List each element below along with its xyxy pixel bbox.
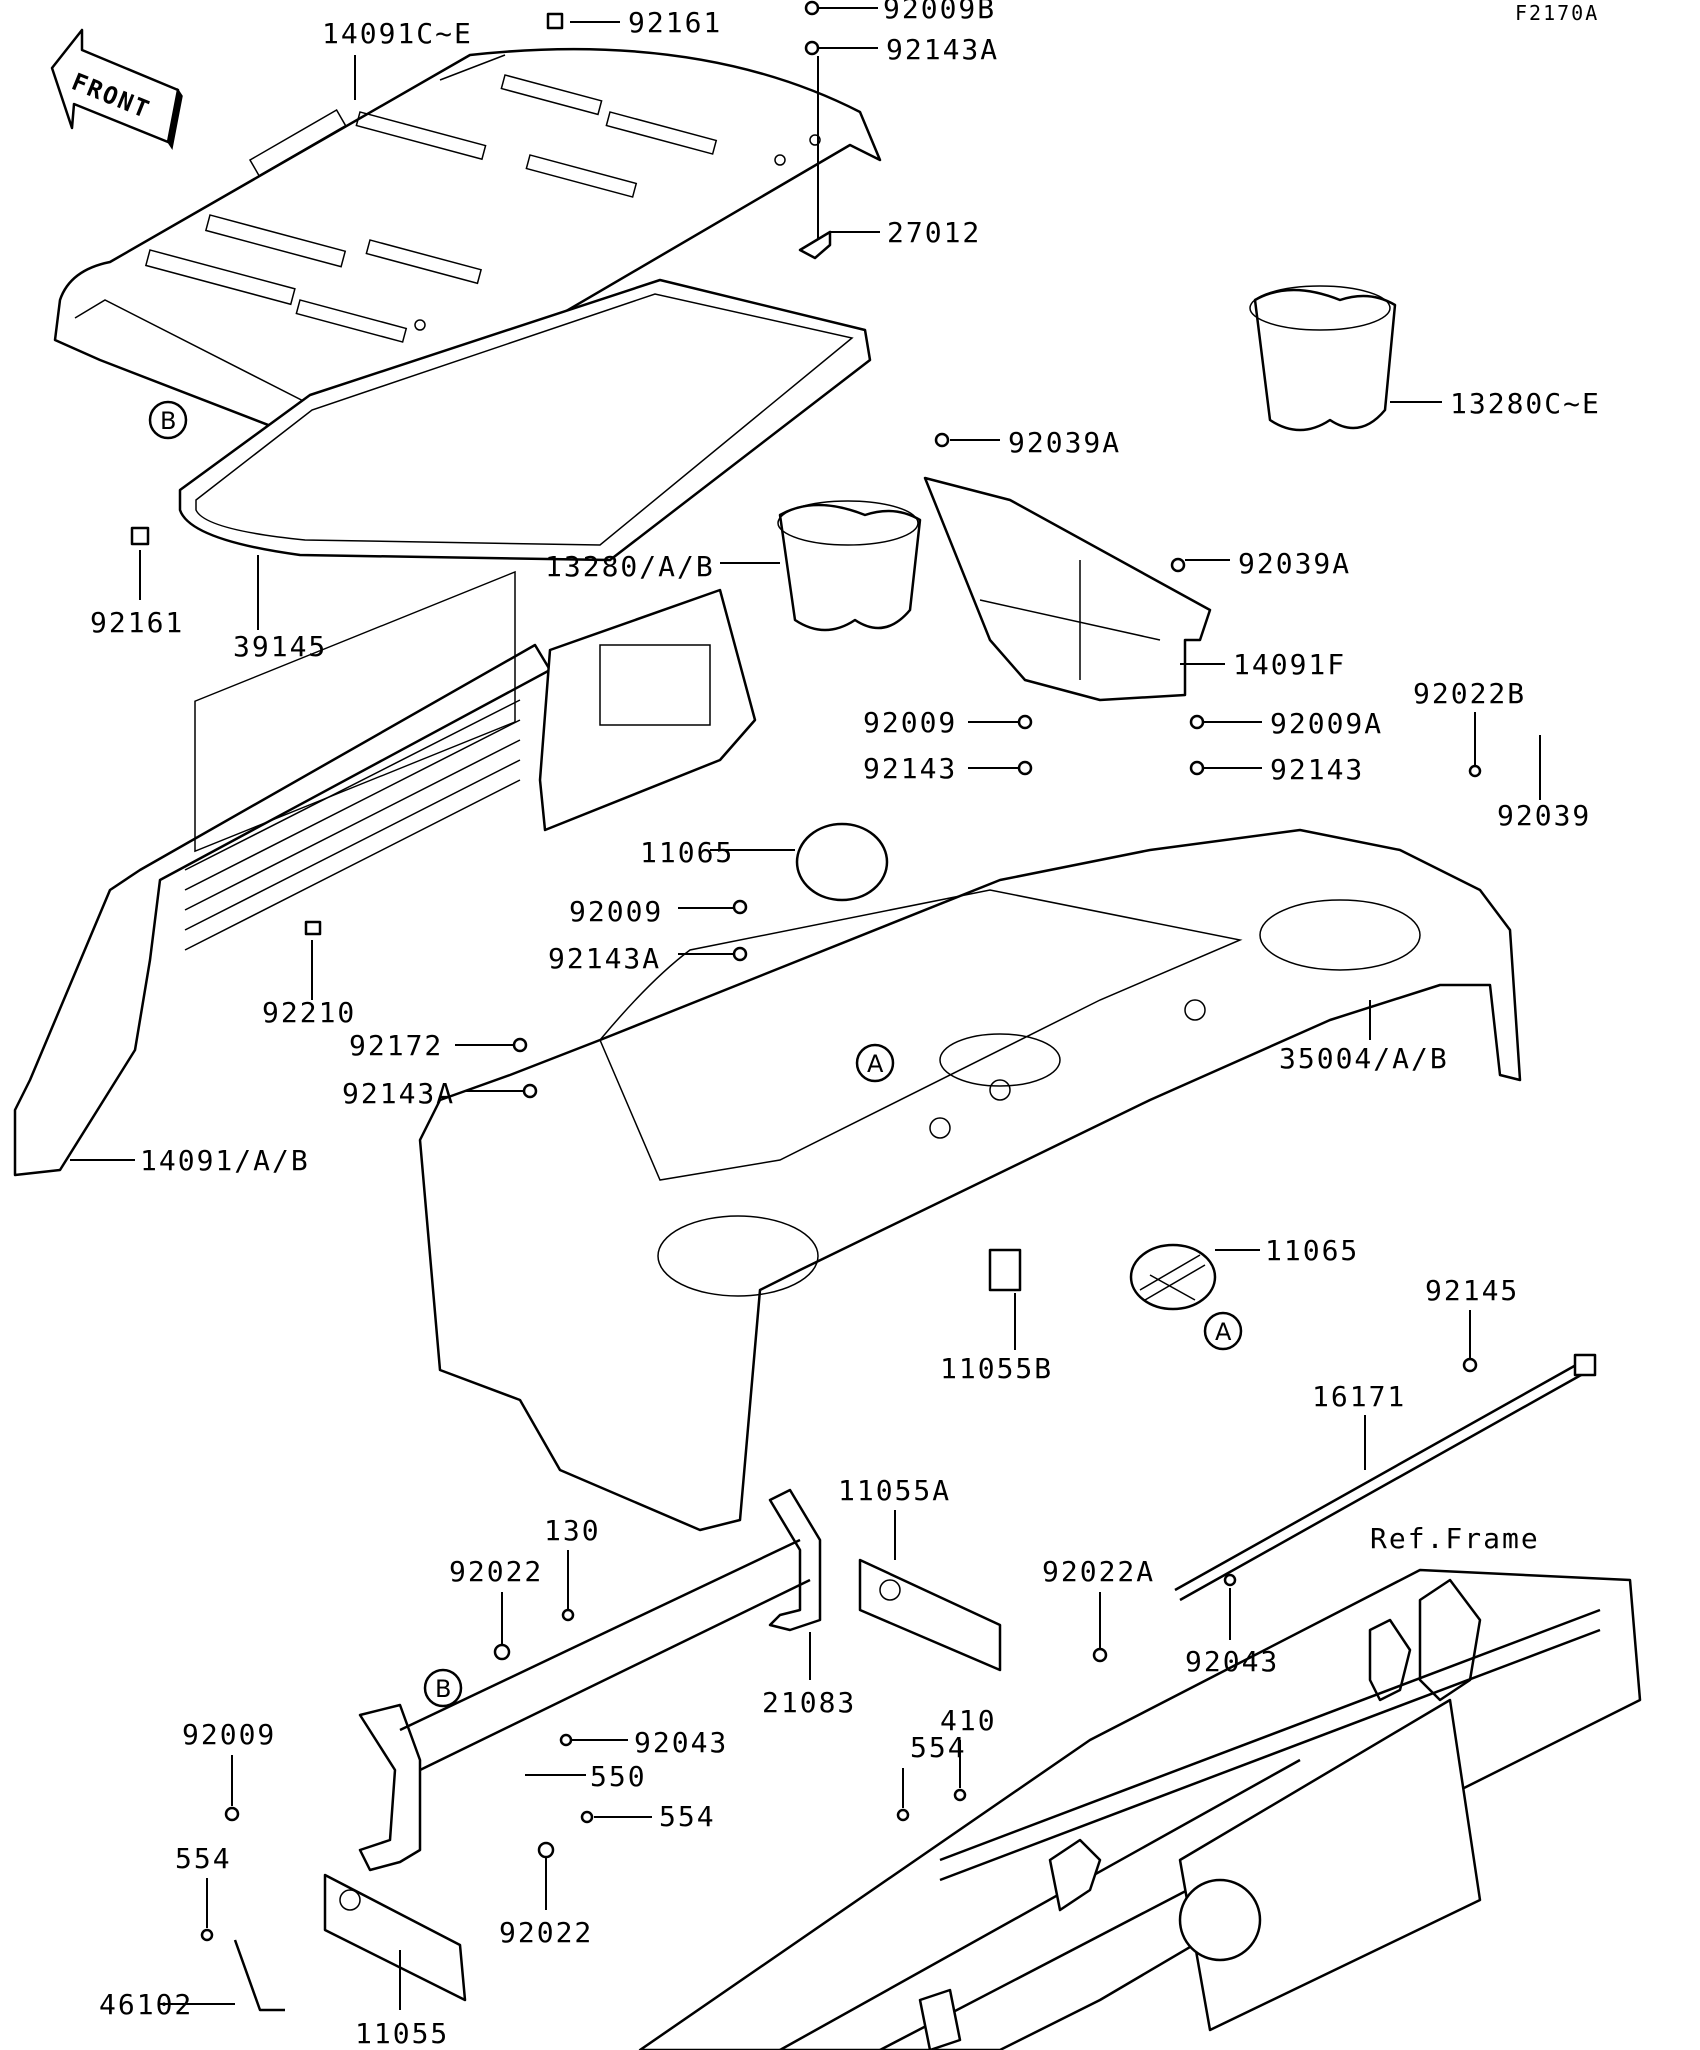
part-label-p12: 39145: [233, 630, 327, 663]
part-label-p45: 92022: [499, 1916, 593, 1949]
part-label-p40: 92043: [634, 1726, 728, 1759]
bracket-11055: [323, 1873, 467, 2002]
svg-text:A: A: [1215, 1318, 1232, 1346]
part-label-p30: 16171: [1312, 1380, 1406, 1413]
part-label-p46: 46102: [99, 1988, 193, 2021]
part-label-p03: 92009B: [883, 0, 996, 25]
part-label-p02: 92161: [628, 6, 722, 39]
part-label-p07: 92039A: [1008, 426, 1121, 459]
callout-B-top: B: [148, 400, 188, 440]
part-label-p22: 92210: [262, 996, 356, 1029]
part-label-p31: 11055A: [838, 1474, 951, 1507]
svg-text:B: B: [435, 1675, 451, 1703]
bracket-11055B: [988, 1248, 1022, 1292]
part-label-p34: 92022: [449, 1555, 543, 1588]
bracket-27012: [798, 230, 832, 260]
bolt-92009B: [804, 0, 820, 16]
front-grille-panel: [13, 570, 757, 1177]
bracket-11055A: [858, 1558, 1002, 1672]
part-label-p41: 554: [910, 1731, 967, 1764]
part-label-p26: 14091/A/B: [140, 1144, 310, 1177]
cup-holder-13280-A-B: [777, 500, 922, 632]
part-label-p32: 130: [544, 1514, 601, 1547]
part-label-p36: 21083: [762, 1686, 856, 1719]
cap-11065-bottom: [1129, 1243, 1217, 1311]
part-label-p08: 92039A: [1238, 547, 1351, 580]
part-label-p35: 92022A: [1042, 1555, 1155, 1588]
part-label-p11: 92161: [90, 606, 184, 639]
part-label-p44: 554: [175, 1842, 232, 1875]
part-label-p38: 410: [940, 1704, 997, 1737]
part-label-p16: 92143: [863, 752, 957, 785]
part-label-p24: 35004/A/B: [1279, 1042, 1449, 1075]
leader-lines: [70, 7, 1541, 2010]
part-label-p21: 92143A: [548, 942, 661, 975]
part-label-p47: 11055: [355, 2017, 449, 2050]
clip-92161-top: [546, 12, 564, 30]
part-label-p09: 13280/A/B: [545, 550, 715, 583]
rod-16171: [1174, 1353, 1597, 1602]
part-label-p20: 92009: [569, 895, 663, 928]
part-label-p15: 92022B: [1413, 677, 1526, 710]
part-label-p33: Ref.Frame: [1370, 1522, 1540, 1555]
part-label-p37: 92043: [1185, 1645, 1279, 1678]
pin-46102: [233, 1939, 285, 2012]
cup-holder-13280C-E: [1249, 285, 1397, 432]
part-label-p05: 27012: [887, 216, 981, 249]
callout-A-left: A: [855, 1043, 895, 1083]
part-label-p13: 92009: [863, 706, 957, 739]
part-label-p43: 554: [659, 1800, 716, 1833]
small-fasteners: [200, 714, 1482, 1942]
part-label-p29: 11055B: [940, 1352, 1053, 1385]
part-label-p23: 92172: [349, 1029, 443, 1062]
part-label-p14: 92009A: [1270, 707, 1383, 740]
part-label-p17: 92143: [1270, 753, 1364, 786]
roof-seal: [178, 278, 872, 562]
part-label-p06: 13280C~E: [1450, 387, 1601, 420]
lower-left-bracket: [358, 1538, 811, 1872]
part-label-p01: 14091C~E: [322, 17, 473, 50]
svg-text:B: B: [160, 407, 176, 435]
part-label-p27: 11065: [1265, 1234, 1359, 1267]
part-label-p25: 92143A: [342, 1077, 455, 1110]
callout-A-right: A: [1203, 1311, 1243, 1351]
cap-11065-top: [795, 822, 889, 902]
tray-14091F: [923, 432, 1212, 702]
washer-92143A-top: [804, 40, 820, 56]
reference-frame: [638, 1568, 1642, 2050]
part-label-p04: 92143A: [886, 33, 999, 66]
part-label-p42: 550: [590, 1760, 647, 1793]
rear-body-35004: [418, 828, 1522, 1532]
bracket-21083: [768, 1488, 822, 1632]
figure-code: F2170A: [1515, 1, 1599, 25]
svg-text:A: A: [867, 1050, 884, 1078]
front-arrow-icon: FRONT: [50, 28, 183, 150]
part-label-p28: 92145: [1425, 1274, 1519, 1307]
callout-B-bottom: B: [423, 1668, 463, 1708]
part-label-p18: 92039: [1497, 799, 1591, 832]
part-label-p10: 14091F: [1233, 648, 1346, 681]
clip-92161-left: [130, 526, 150, 546]
part-label-p39: 92009: [182, 1718, 276, 1751]
part-label-p19: 11065: [640, 836, 734, 869]
